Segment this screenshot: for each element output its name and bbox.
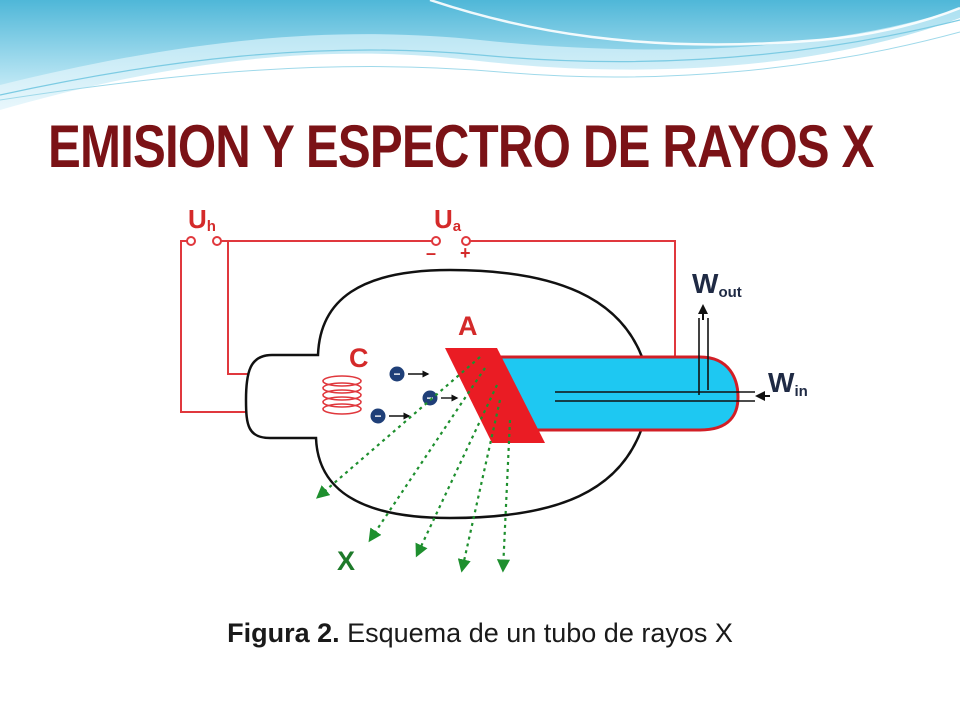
- heater-voltage-label: Uh: [188, 204, 216, 235]
- anode-voltage-label: Ua: [434, 204, 462, 235]
- figure-caption-label: Figura 2.: [227, 618, 340, 648]
- xray-beams: [316, 356, 512, 573]
- water-flow-arrows: [698, 304, 770, 401]
- anode-target: [445, 348, 545, 443]
- water-in-label: Win: [768, 367, 808, 400]
- water-out-label: Wout: [692, 268, 742, 301]
- xray-beam: [415, 384, 498, 558]
- cathode-filament-coil: [322, 375, 362, 415]
- xray-label: X: [337, 546, 355, 576]
- svg-text:−: −: [393, 367, 400, 381]
- svg-text:−: −: [426, 391, 433, 405]
- terminals: [186, 236, 471, 246]
- figure-caption: Figura 2. Esquema de un tubo de rayos X: [0, 618, 960, 649]
- anode-minus-sign: –: [426, 243, 436, 263]
- slide-title: EMISION Y ESPECTRO DE RAYOS X: [48, 113, 874, 180]
- coolant-anode-body: [492, 355, 740, 432]
- anode-plus-sign: +: [460, 243, 471, 263]
- glass-tube: [244, 268, 644, 520]
- anode-label: A: [458, 311, 478, 341]
- figure-caption-text: Esquema de un tubo de rayos X: [339, 618, 733, 648]
- svg-text:−: −: [374, 409, 381, 423]
- cathode-label: C: [349, 343, 369, 373]
- xray-beam: [457, 399, 502, 573]
- xray-beam: [316, 356, 481, 499]
- header-wave-decoration: [0, 0, 960, 110]
- electron: −: [422, 390, 459, 406]
- water-channel: [555, 318, 755, 402]
- electron: −: [370, 408, 411, 424]
- electrons: − − −: [370, 366, 459, 424]
- electron: −: [389, 366, 430, 382]
